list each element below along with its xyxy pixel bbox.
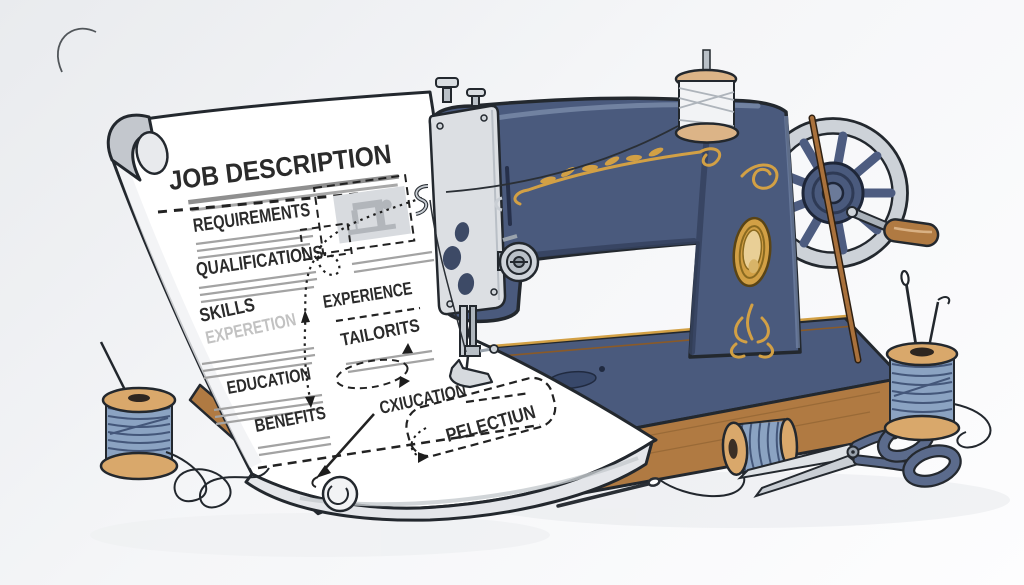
thread-wisp bbox=[56, 27, 97, 73]
dashed-box-patch bbox=[312, 174, 416, 255]
dashed-rule-bottom bbox=[257, 423, 541, 470]
machine-thread bbox=[445, 125, 679, 193]
dashed-underline-experience bbox=[335, 306, 421, 323]
rules-qualifications bbox=[198, 250, 435, 304]
thread-spool-right bbox=[883, 269, 992, 449]
stitch-annotations bbox=[301, 196, 429, 488]
rules-benefits bbox=[257, 435, 332, 457]
dashed-box-pelectiun bbox=[405, 376, 557, 458]
head-faceplate bbox=[414, 104, 507, 316]
rules-education bbox=[213, 393, 324, 426]
machine-body bbox=[430, 96, 802, 359]
crank-handle bbox=[846, 206, 940, 248]
top-knobs bbox=[435, 77, 486, 107]
thread-squiggle-left bbox=[165, 451, 270, 509]
dashed-rule-cxiucation bbox=[465, 391, 531, 404]
thread-spool-lying bbox=[721, 417, 799, 476]
sewing-machine bbox=[414, 49, 940, 389]
rules-skills bbox=[201, 346, 435, 380]
solid-arrow bbox=[323, 413, 375, 471]
thread-spool-left bbox=[99, 341, 270, 509]
scroll-bottom-curl bbox=[244, 440, 654, 522]
scroll-document: JOB DESCRIPTION REQUIREMENTS QUALIFICATI… bbox=[106, 90, 658, 522]
ghost-patch bbox=[333, 185, 411, 244]
medallion bbox=[732, 216, 772, 288]
dashed-rule-top bbox=[157, 188, 401, 214]
arm-slot bbox=[494, 166, 512, 226]
ghost-machine-icon bbox=[347, 199, 397, 236]
gold-ornament-pillar bbox=[730, 303, 774, 359]
machine-spool bbox=[674, 49, 740, 144]
gold-ornament-arm bbox=[513, 147, 779, 206]
tension-dial bbox=[497, 234, 540, 283]
scroll-top-curl bbox=[106, 113, 169, 182]
needles-right bbox=[900, 269, 951, 353]
pitman-rod bbox=[808, 114, 862, 364]
thread-curl-right bbox=[953, 403, 992, 449]
rules-requirements bbox=[195, 227, 314, 260]
presser-foot bbox=[448, 358, 494, 389]
